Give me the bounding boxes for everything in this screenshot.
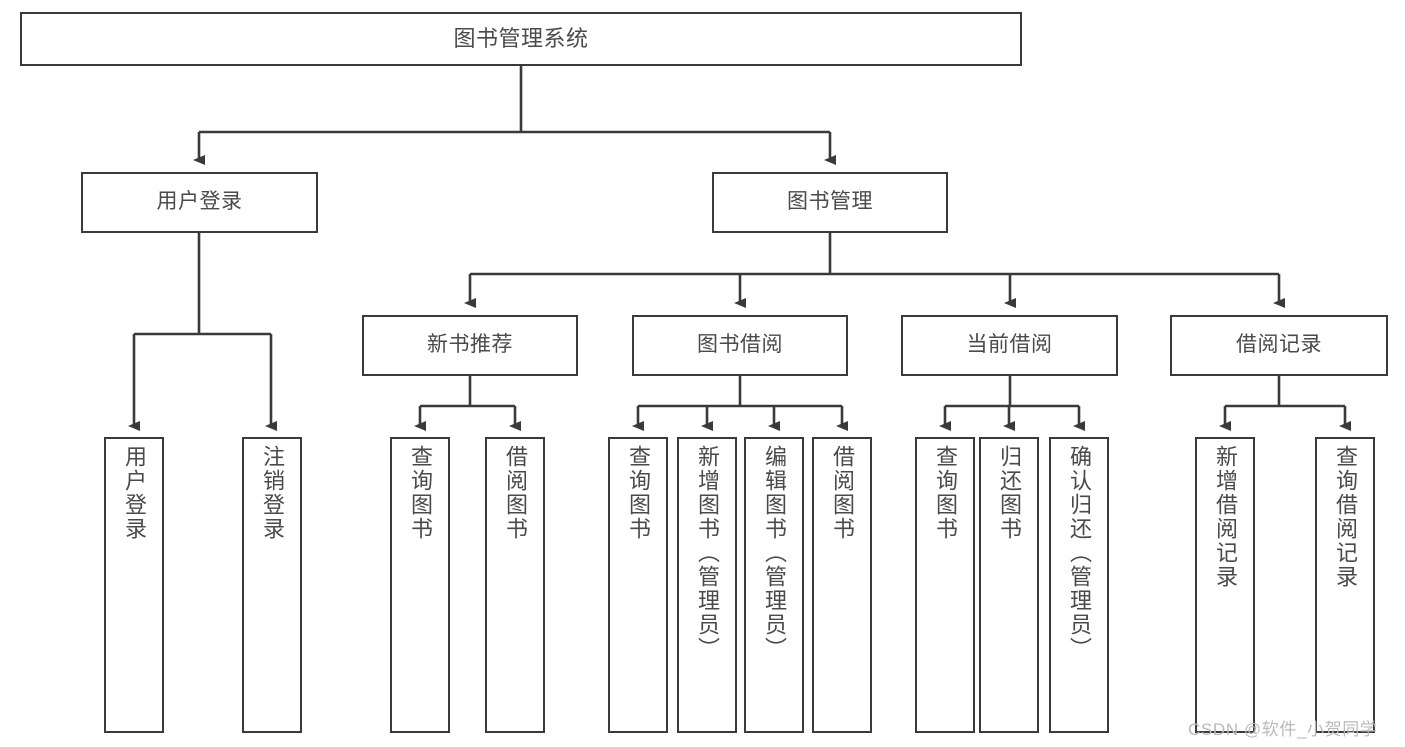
node-label: 归还图书 bbox=[996, 445, 1022, 541]
node-user-login[interactable]: 用户登录 bbox=[81, 172, 318, 233]
node-borrow-records[interactable]: 借阅记录 bbox=[1170, 315, 1388, 376]
leaf-query-borrow-record[interactable]: 查询借阅记录 bbox=[1315, 437, 1375, 733]
leaf-query-book[interactable]: 查询图书 bbox=[608, 437, 668, 733]
node-label: 图书借阅 bbox=[697, 333, 783, 357]
node-book-borrow[interactable]: 图书借阅 bbox=[632, 315, 848, 376]
node-book-management[interactable]: 图书管理 bbox=[712, 172, 948, 233]
node-current-borrow[interactable]: 当前借阅 bbox=[901, 315, 1118, 376]
leaf-user-logout[interactable]: 注销登录 bbox=[242, 437, 302, 733]
node-label: 注销登录 bbox=[259, 445, 285, 541]
node-label: 新书推荐 bbox=[427, 333, 513, 357]
node-label: 借阅图书 bbox=[502, 445, 528, 541]
csdn-watermark: CSDN @软件_小贺同学 bbox=[1188, 720, 1378, 739]
leaf-add-book-admin[interactable]: 新增图书（管理员） bbox=[677, 437, 737, 733]
node-label: 查询图书 bbox=[932, 445, 958, 541]
leaf-return-book[interactable]: 归还图书 bbox=[979, 437, 1039, 733]
node-label: 查询借阅记录 bbox=[1332, 445, 1358, 589]
node-label: 查询图书 bbox=[407, 445, 433, 541]
node-root-system[interactable]: 图书管理系统 bbox=[20, 12, 1022, 66]
node-label: 当前借阅 bbox=[966, 333, 1053, 357]
node-label: 借阅记录 bbox=[1236, 333, 1322, 357]
node-label: 图书管理 bbox=[787, 190, 873, 214]
node-label: 查询图书 bbox=[625, 445, 651, 541]
node-new-book-recommend[interactable]: 新书推荐 bbox=[362, 315, 578, 376]
node-label: 用户登录 bbox=[156, 190, 243, 214]
leaf-edit-book-admin[interactable]: 编辑图书（管理员） bbox=[744, 437, 804, 733]
leaf-borrow-book-new[interactable]: 借阅图书 bbox=[485, 437, 545, 733]
leaf-borrow-book[interactable]: 借阅图书 bbox=[812, 437, 872, 733]
leaf-query-book-current[interactable]: 查询图书 bbox=[915, 437, 975, 733]
node-label: 图书管理系统 bbox=[453, 26, 589, 52]
leaf-confirm-return-admin[interactable]: 确认归还（管理员） bbox=[1049, 437, 1109, 733]
node-label: 确认归还（管理员） bbox=[1066, 445, 1092, 661]
node-label: 借阅图书 bbox=[829, 445, 855, 541]
node-label: 新增图书（管理员） bbox=[694, 445, 720, 661]
node-label: 新增借阅记录 bbox=[1212, 445, 1238, 589]
leaf-query-book-new[interactable]: 查询图书 bbox=[390, 437, 450, 733]
leaf-add-borrow-record[interactable]: 新增借阅记录 bbox=[1195, 437, 1255, 733]
node-label: 用户登录 bbox=[121, 445, 147, 541]
leaf-user-login[interactable]: 用户登录 bbox=[104, 437, 164, 733]
node-label: 编辑图书（管理员） bbox=[761, 445, 787, 661]
